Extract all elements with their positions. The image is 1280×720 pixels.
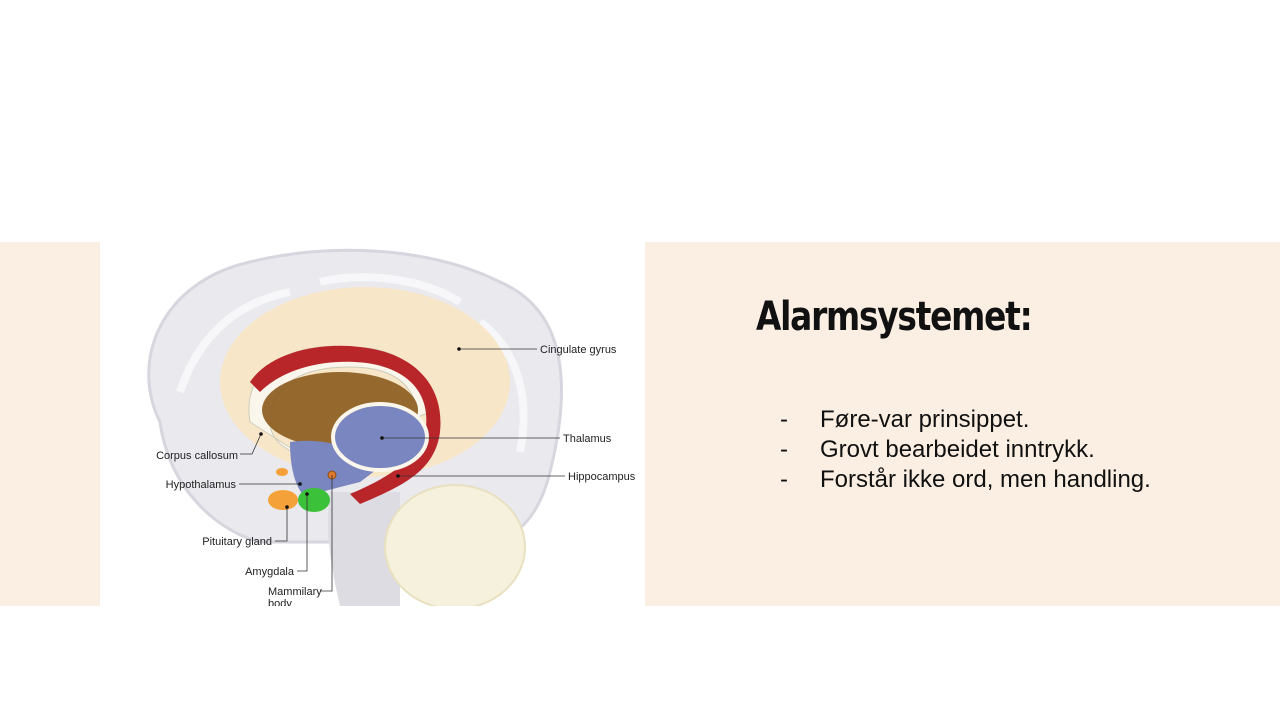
bullet-text: Grovt bearbeidet inntrykk. xyxy=(820,436,1095,463)
label-corpus-callosum: Corpus callosum xyxy=(156,450,238,462)
cerebellum-shape xyxy=(384,484,526,606)
bullet-text: Forstår ikke ord, men handling. xyxy=(820,466,1151,493)
label-thalamus: Thalamus xyxy=(563,433,612,445)
label-mammilary: Mammilary xyxy=(268,586,322,598)
label-pituitary-gland: Pituitary gland xyxy=(202,536,272,548)
label-mammilary-body: body xyxy=(268,598,292,606)
thalamus-shape xyxy=(331,402,429,472)
brainstem-shape xyxy=(328,492,400,606)
pituitary-top-shape xyxy=(276,468,288,476)
label-hypothalamus: Hypothalamus xyxy=(166,479,237,491)
slide-title: Alarmsystemet: xyxy=(756,294,1033,340)
bullet-text: Føre-var prinsippet. xyxy=(820,406,1030,433)
amygdala-shape xyxy=(298,488,330,512)
bullet-item: - Forstår ikke ord, men handling. xyxy=(780,465,1151,495)
gyri-shape xyxy=(176,273,528,453)
bullet-marker: - xyxy=(780,406,788,433)
bullet-item: - Føre-var prinsippet. xyxy=(780,405,1151,435)
label-amygdala: Amygdala xyxy=(245,566,295,578)
bullet-list: - Føre-var prinsippet. - Grovt bearbeidet … xyxy=(780,405,1151,495)
brain-diagram: Cingulate gyrus Thalamus Hippocampus Cor… xyxy=(100,242,645,606)
pituitary-shape xyxy=(268,490,298,510)
label-hippocampus: Hippocampus xyxy=(568,471,636,483)
label-cingulate-gyrus: Cingulate gyrus xyxy=(540,344,617,356)
bullet-item: - Grovt bearbeidet inntrykk. xyxy=(780,435,1151,465)
bullet-marker: - xyxy=(780,436,788,463)
bullet-marker: - xyxy=(780,466,788,493)
